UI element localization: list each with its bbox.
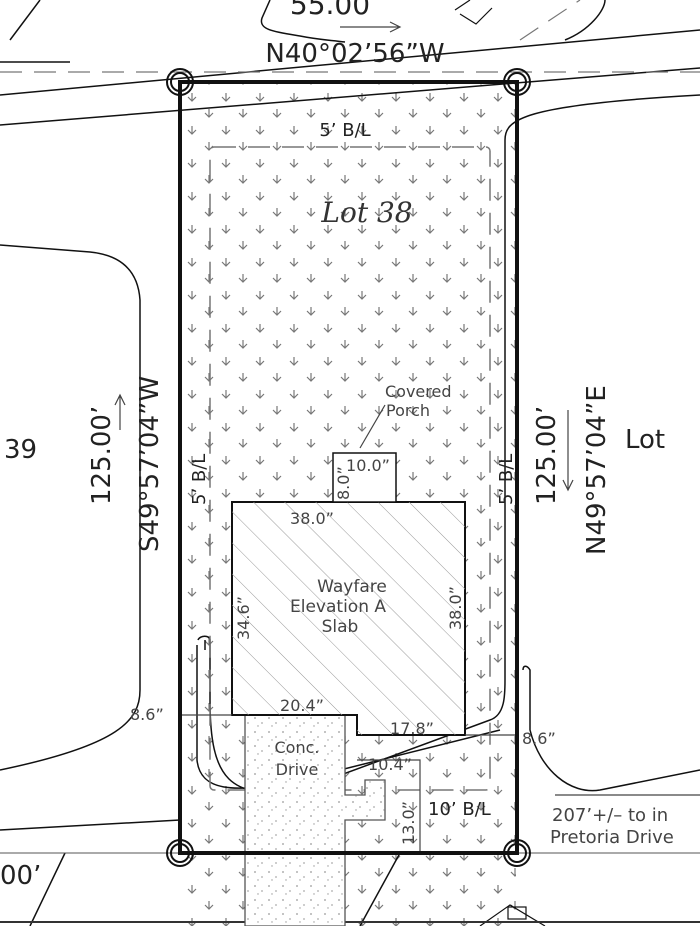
- slab-label-3: Slab: [322, 617, 359, 637]
- right-offset: 8.6”: [522, 729, 556, 748]
- drive-offset: 10.4”: [368, 755, 412, 774]
- lot-boundary: [178, 80, 519, 855]
- porch-label-2: Porch: [386, 401, 430, 420]
- rear-setback: 10’ B/L: [428, 799, 491, 820]
- porch-width: 10.0”: [346, 456, 390, 475]
- corner-monuments: [166, 68, 531, 867]
- setback-line: [209, 146, 491, 791]
- top-distance: 55.00: [290, 0, 370, 21]
- drive-label-2: Drive: [276, 760, 319, 779]
- left-bearing: S49°57’04”W: [135, 376, 165, 552]
- slab-label-1: Wayfare: [317, 577, 387, 597]
- right-lot-label: Lot: [625, 425, 665, 455]
- slab-right-depth: 38.0”: [446, 586, 465, 630]
- left-lot-label: 39: [4, 435, 37, 465]
- porch-depth: 8.0”: [334, 466, 353, 500]
- note-line-2: Pretoria Drive: [550, 827, 674, 848]
- left-setback: 5’ B/L: [189, 454, 210, 505]
- front-setback: 5’ B/L: [319, 120, 370, 141]
- slab-label-2: Elevation A: [290, 597, 386, 617]
- rear-offset: 13.0”: [399, 801, 418, 845]
- covered-porch: [332, 452, 397, 503]
- rear-width: 17.8”: [390, 719, 434, 738]
- left-offset: 8.6”: [130, 705, 164, 724]
- right-bearing: N49°57’04”E: [582, 385, 612, 555]
- bottom-distance: 00’: [0, 861, 41, 891]
- left-distance: 125.00’: [87, 406, 117, 505]
- slab-left-depth: 34.6”: [234, 596, 253, 640]
- lot-label: Lot 38: [320, 196, 412, 229]
- note-line-1: 207’+/– to in: [552, 805, 668, 826]
- drive-label-1: Conc.: [275, 738, 320, 757]
- right-distance: 125.00’: [532, 406, 562, 505]
- top-bearing: N40°02’56”W: [265, 39, 444, 69]
- porch-label: Covered: [385, 382, 452, 401]
- slab-width: 38.0”: [290, 509, 334, 528]
- right-setback: 5’ B/L: [496, 454, 517, 505]
- garage-width: 20.4”: [280, 696, 324, 715]
